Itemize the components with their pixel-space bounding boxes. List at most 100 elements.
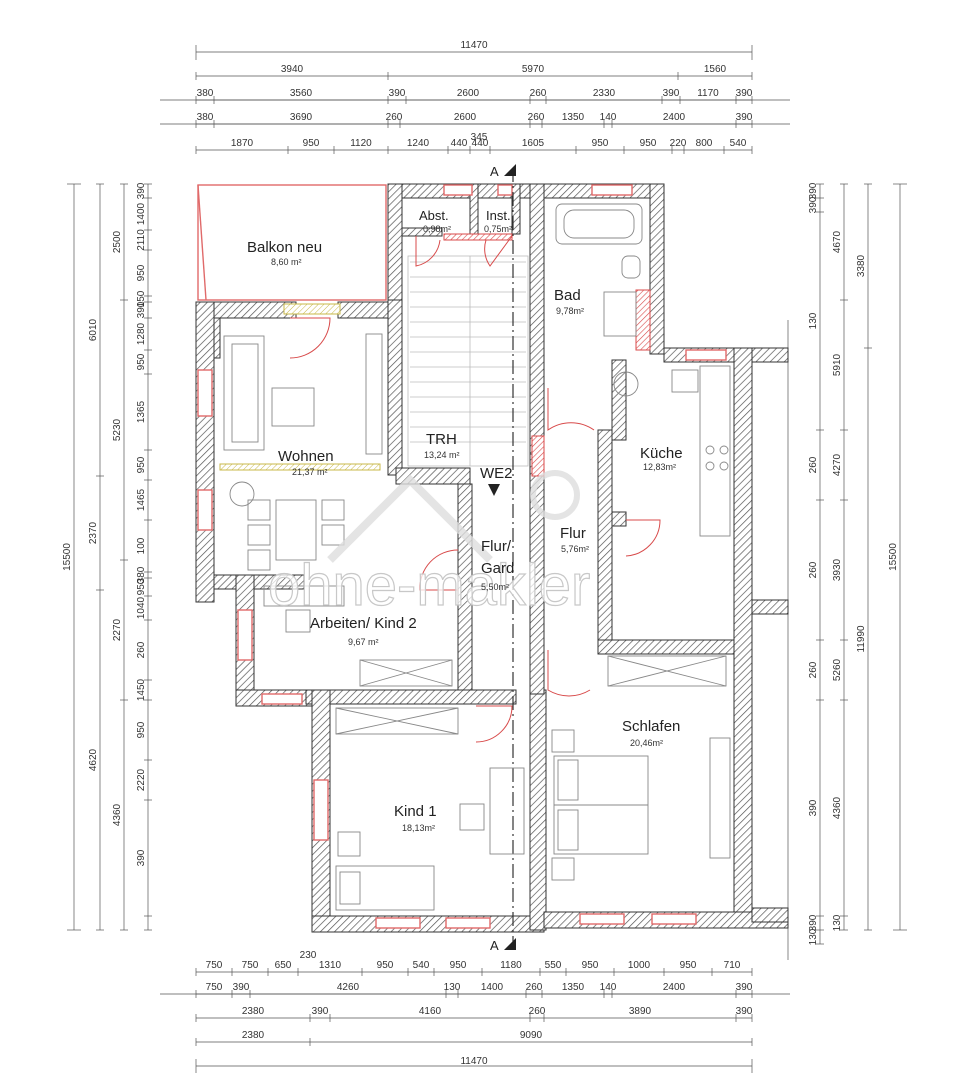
room-area-kind1: 18,13m² xyxy=(402,823,435,833)
room-name-wohnen: Wohnen xyxy=(278,448,334,465)
dimension-label: 390 xyxy=(736,88,753,99)
dimension-label: 3690 xyxy=(290,112,313,123)
section-arrow-top-icon xyxy=(504,164,516,176)
dimension-label: 140 xyxy=(600,982,617,993)
dimension-label: 4360 xyxy=(112,803,123,826)
dimension-label: 1450 xyxy=(136,678,147,701)
dimension-label: 1240 xyxy=(407,138,430,149)
coffee-table xyxy=(271,387,315,427)
section-arrow-bottom-icon xyxy=(504,938,516,950)
nightstand-kind1 xyxy=(337,831,361,857)
sofa-back xyxy=(231,343,259,443)
dimension-label: 950 xyxy=(136,456,147,473)
dimension-label: 750 xyxy=(206,960,223,971)
room-labels: Balkon neu 8,60 m² Abst. 0,98m² Inst. 0,… xyxy=(247,208,683,833)
dimension-label: 950 xyxy=(136,721,147,738)
chair-1 xyxy=(247,499,271,521)
chair-arbeiten xyxy=(285,609,311,633)
dimension-label: 4670 xyxy=(832,230,843,253)
dimension-label: 2110 xyxy=(136,229,147,251)
dimension-label: 1560 xyxy=(704,64,727,75)
bathtub xyxy=(555,203,643,245)
dimension-label: 390 xyxy=(736,1006,753,1017)
balcony-outline xyxy=(197,184,387,301)
room-name-flur: Flur xyxy=(560,525,586,542)
room-name-abst: Abst. xyxy=(419,208,449,223)
dimension-label: 260 xyxy=(526,982,543,993)
room-name-schlafen: Schlafen xyxy=(622,718,680,735)
window-inst-top xyxy=(497,184,513,196)
wall-kind1-top xyxy=(305,689,517,705)
wall-schlafen-top xyxy=(597,639,739,655)
wall-stair-left xyxy=(387,183,403,305)
dimension-label: 4260 xyxy=(337,982,360,993)
dimension-label: 1400 xyxy=(136,202,147,225)
wall-inst-right xyxy=(511,183,521,235)
door-kind1 xyxy=(475,705,513,743)
hob-1 xyxy=(705,445,715,455)
bed-kind1 xyxy=(335,865,435,911)
door-abst xyxy=(415,236,441,267)
dimension-label: 2400 xyxy=(663,112,686,123)
dimension-label: 3940 xyxy=(281,64,304,75)
dimension-label: 2220 xyxy=(136,768,147,791)
chair-2 xyxy=(247,524,271,546)
wall-schlafen-right xyxy=(733,347,753,929)
dimension-label: 260 xyxy=(386,112,403,123)
dimension-label: 3930 xyxy=(832,558,843,581)
dimension-label: 540 xyxy=(413,960,430,971)
dimension-label: 950 xyxy=(377,960,394,971)
door-bad xyxy=(547,388,595,431)
dimension-label: 1000 xyxy=(628,960,651,971)
dimension-label: 1310 xyxy=(319,960,342,971)
dimension-label: 390 xyxy=(736,982,753,993)
section-marker-top: A xyxy=(490,164,516,179)
dimension-label: 130 xyxy=(808,312,819,329)
dimension-label: 390 xyxy=(663,88,680,99)
wall-neighbour-mid xyxy=(751,599,789,615)
dimension-label: 380 xyxy=(197,88,214,99)
stair-treads xyxy=(410,261,526,443)
dimension-label: 345 xyxy=(471,132,488,143)
wall-kueche-flur xyxy=(611,511,627,527)
window-wohnen-left-1 xyxy=(197,369,213,417)
kitchen-counter xyxy=(699,365,731,537)
room-area-wohnen: 21,37 m² xyxy=(292,467,328,477)
dimension-label: 390 xyxy=(736,112,753,123)
window-kind1-bottom-1 xyxy=(375,917,421,929)
wall-trh-left xyxy=(387,299,403,476)
room-area-abst: 0,98m² xyxy=(423,224,451,234)
trh-partition xyxy=(531,435,545,477)
tv-board xyxy=(365,333,383,455)
room-name-flur-gard-1: Flur/ xyxy=(481,538,512,555)
dimension-label: 1120 xyxy=(350,138,372,149)
wall-bad-right xyxy=(649,183,665,355)
desk-kind1 xyxy=(489,767,525,855)
staircase xyxy=(407,255,529,467)
nightstand-schlafen-1 xyxy=(551,729,575,753)
dimension-label: 260 xyxy=(808,661,819,678)
room-area-arbeiten: 9,67 m² xyxy=(348,637,379,647)
window-wohnen-left-2 xyxy=(197,489,213,531)
dimension-label: 1605 xyxy=(522,138,545,149)
chair-5 xyxy=(247,549,271,571)
wardrobe-arbeiten xyxy=(359,659,453,687)
room-area-flur-gard: 5,50m² xyxy=(481,582,509,592)
dimension-label: 2270 xyxy=(112,618,123,641)
pillow-kind1 xyxy=(339,871,361,905)
sofa xyxy=(223,335,265,451)
wall-kind1-bottom xyxy=(311,915,545,933)
wall-wohnen-left xyxy=(195,301,215,603)
dimension-label: 130 xyxy=(444,982,461,993)
dimension-label: 390 xyxy=(389,88,406,99)
dimension-label: 950 xyxy=(303,138,320,149)
dimension-label: 2600 xyxy=(454,112,477,123)
section-marker-bottom: A xyxy=(490,938,516,953)
dimension-label: 140 xyxy=(600,112,617,123)
dimension-label: 440 xyxy=(451,138,468,149)
dimension-label: 3380 xyxy=(856,254,867,277)
dimension-label: 2370 xyxy=(88,521,99,544)
hob-3 xyxy=(705,461,715,471)
